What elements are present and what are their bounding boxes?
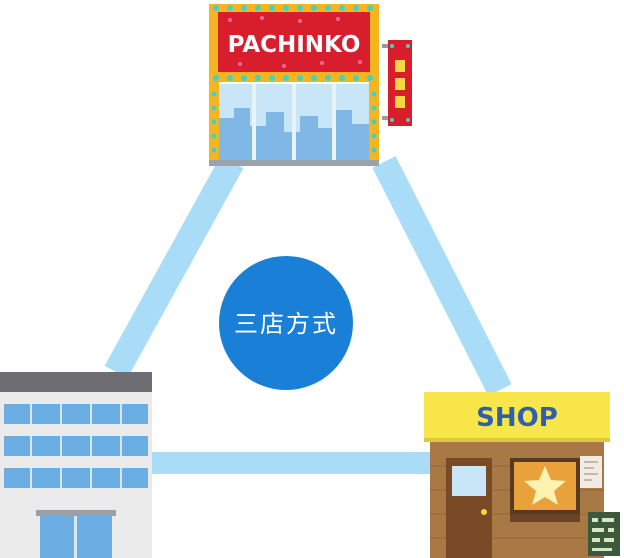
connector-lines — [104, 155, 512, 474]
pachinko-parlor-illustration: PACHINKO — [209, 4, 412, 166]
center-label: 三店方式 — [234, 310, 338, 338]
star-icon — [524, 466, 566, 505]
building-window-band-1 — [4, 404, 148, 424]
wholesaler-building-illustration — [0, 372, 152, 558]
connector-pachinko-to-shop — [372, 156, 512, 396]
pachinko-sign-text: PACHINKO — [228, 32, 361, 58]
center-circle: 三店方式 — [219, 256, 353, 390]
pachinko-sign — [218, 12, 370, 72]
marquee-bulbs — [213, 5, 373, 81]
prize-shop-illustration: SHOP — [424, 392, 620, 558]
connector-building-to-shop — [150, 452, 432, 474]
building-window-band-2 — [4, 436, 148, 456]
shop-sign-text: SHOP — [476, 403, 558, 433]
shop-sign — [424, 392, 610, 438]
connector-pachinko-to-building — [104, 155, 244, 379]
shop-poster — [580, 456, 602, 488]
building-window-band-3 — [4, 468, 148, 488]
